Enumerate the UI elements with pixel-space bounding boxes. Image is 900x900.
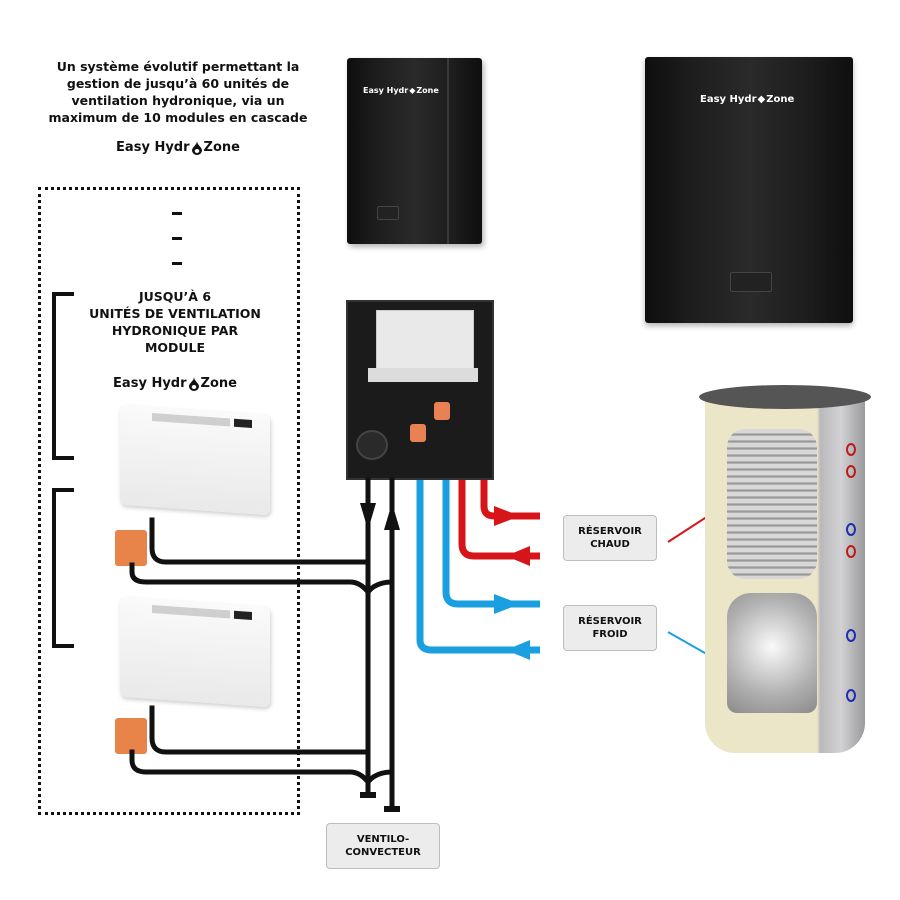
fan-coil-label: VENTILO-CONVECTEUR: [326, 823, 440, 869]
brand-text-right: Zone: [203, 140, 240, 155]
valve-actuator: [410, 424, 426, 442]
flame-drop-icon: [188, 376, 199, 391]
ellipsis-dash: [172, 212, 182, 215]
branch-pipe: [129, 562, 395, 596]
intro-line: gestion de jusqu’à 60 unités de: [66, 76, 290, 91]
flame-drop-icon: [191, 140, 202, 155]
intro-line: ventilation hydronique, via un: [71, 93, 285, 108]
ellipsis-dash: [172, 237, 182, 240]
hot-arrow: [506, 546, 530, 566]
capacity-line: HYDRONIQUE PAR: [111, 323, 239, 338]
brand-text-left: Easy Hydr: [113, 376, 187, 391]
module-group-boundary: [38, 187, 300, 815]
module-capacity-text: JUSQU’À 6 UNITÉS DE VENTILATION HYDRONIQ…: [50, 288, 300, 356]
valve-actuator: [115, 718, 147, 754]
cold-port: [846, 689, 856, 702]
circulator-pump: [356, 430, 388, 460]
brand-text-right: Zone: [200, 376, 237, 391]
valve-actuator: [115, 530, 147, 566]
hot-pipe-in: [458, 480, 540, 560]
branch-pipe: [149, 705, 371, 755]
group-bracket: [52, 488, 74, 648]
capacity-line: JUSQU’À 6: [138, 289, 212, 304]
cold-pipe-in: [416, 480, 540, 654]
hot-port: [846, 545, 856, 558]
hot-port: [846, 443, 856, 456]
heating-coil: [727, 429, 817, 579]
intro-line: Un système évolutif permettant la: [56, 59, 300, 74]
unit-display: [730, 272, 772, 292]
intro-text: Un système évolutif permettant la gestio…: [28, 58, 328, 126]
unit-display: [377, 206, 399, 220]
buffer-tank: [699, 385, 871, 753]
control-box-base: [368, 368, 478, 382]
pipe-caps: [360, 792, 400, 812]
tank-lid: [699, 385, 871, 409]
unit-brand: Easy Hydr◆Zone: [363, 86, 439, 95]
control-unit-small: Easy Hydr◆Zone: [347, 58, 482, 244]
control-unit-large: Easy Hydr◆Zone: [645, 57, 853, 323]
cold-arrow: [506, 640, 530, 660]
cold-port: [846, 629, 856, 642]
capacity-line: MODULE: [144, 340, 206, 355]
hot-pipe-out: [480, 480, 540, 520]
flow-arrow-down: [360, 503, 376, 530]
flow-arrow-up: [384, 503, 400, 530]
brand-logo: Easy Hydr Zone: [50, 376, 300, 391]
cold-pipe-out: [442, 480, 540, 608]
branch-pipe: [129, 749, 395, 786]
unit-brand: Easy Hydr◆Zone: [700, 94, 795, 105]
brand-logo: Easy Hydr Zone: [28, 140, 328, 155]
cold-arrow: [494, 594, 520, 614]
intro-line: maximum de 10 modules en cascade: [48, 110, 308, 125]
brand-text-left: Easy Hydr: [116, 140, 190, 155]
ellipsis-dash: [172, 262, 182, 265]
valve-actuator: [434, 402, 450, 420]
capacity-line: UNITÉS DE VENTILATION: [89, 306, 261, 321]
hydraulic-module: [346, 300, 494, 480]
cold-chamber: [727, 593, 817, 713]
hot-arrow: [494, 506, 520, 526]
group-bracket: [52, 292, 74, 460]
cold-port: [846, 523, 856, 536]
branch-pipe: [149, 517, 371, 565]
hot-port: [846, 465, 856, 478]
